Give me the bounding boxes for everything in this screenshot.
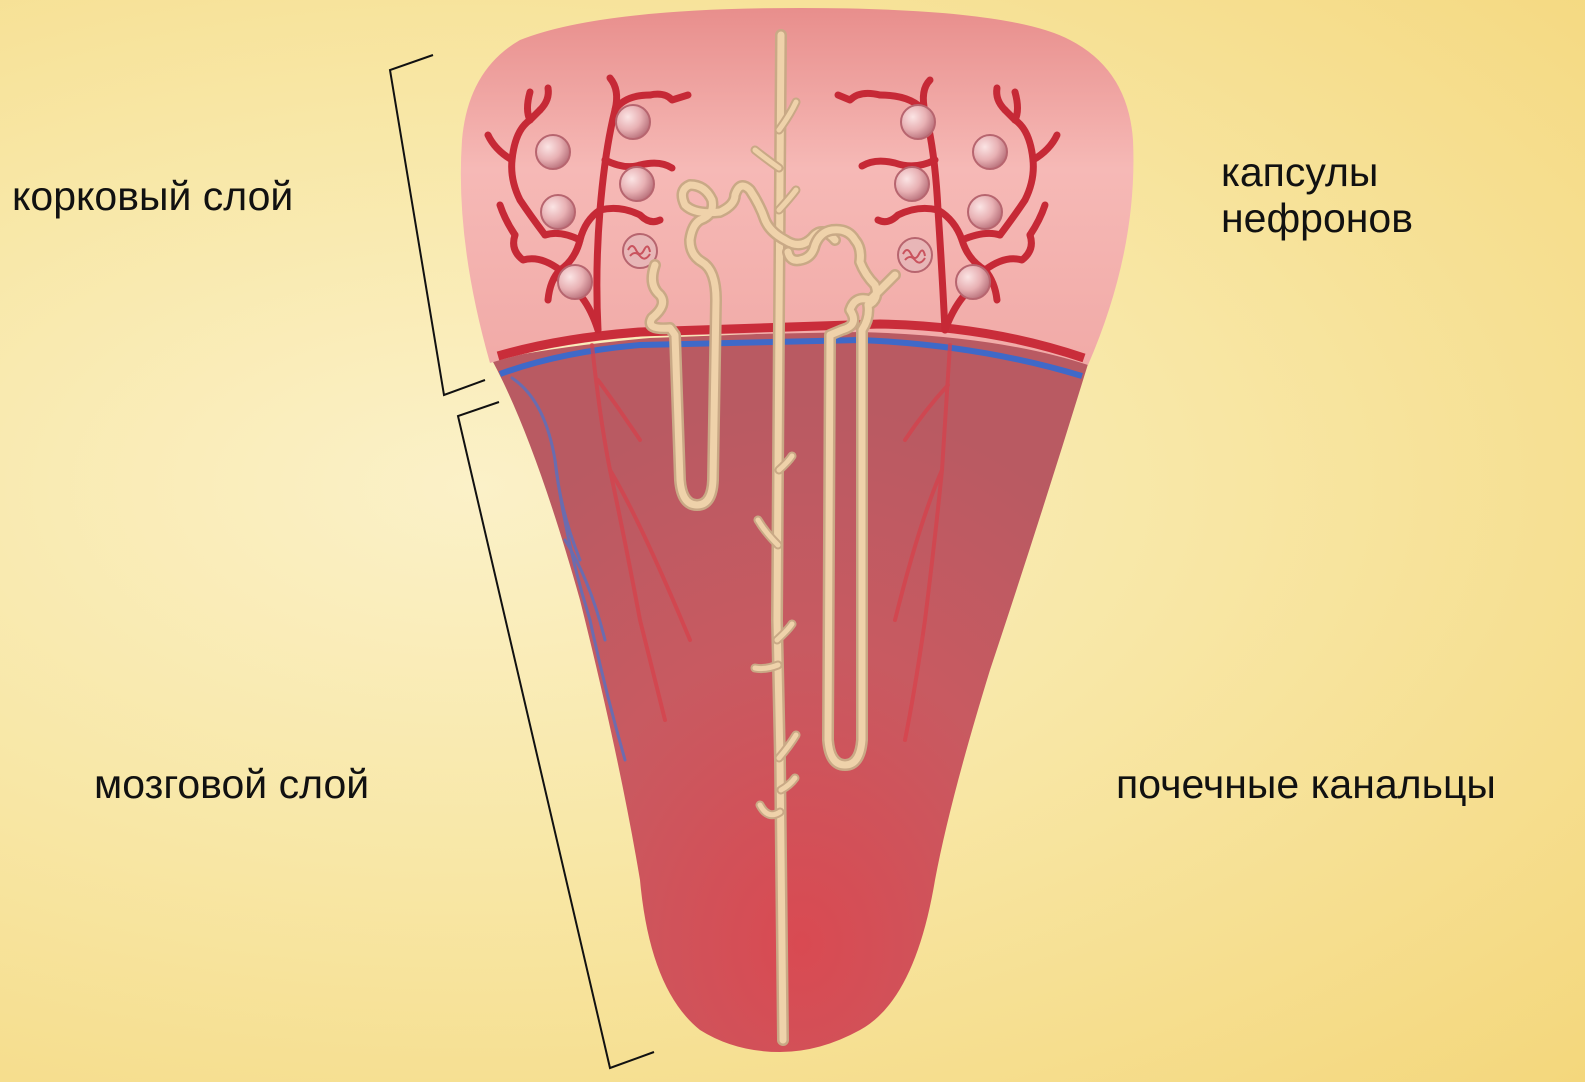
glomerulus: [541, 195, 575, 229]
glomerulus: [968, 195, 1002, 229]
glomerulus: [536, 135, 570, 169]
nephron-capsules-label: капсулы нефронов: [1221, 150, 1413, 242]
cortex-label: корковый слой: [12, 174, 293, 220]
glomerulus: [901, 105, 935, 139]
nephron-capsules-label-line-2: нефронов: [1221, 196, 1413, 242]
glomerulus: [616, 105, 650, 139]
nephron-capsules-label-line-1: капсулы: [1221, 150, 1413, 196]
glomerulus: [620, 167, 654, 201]
glomerulus: [558, 265, 592, 299]
medulla-label: мозговой слой: [94, 762, 369, 808]
glomerulus-detail: [898, 238, 932, 272]
renal-tubules-label: почечные канальцы: [1116, 762, 1496, 808]
glomerulus: [973, 135, 1007, 169]
glomerulus: [895, 167, 929, 201]
glomerulus: [956, 265, 990, 299]
